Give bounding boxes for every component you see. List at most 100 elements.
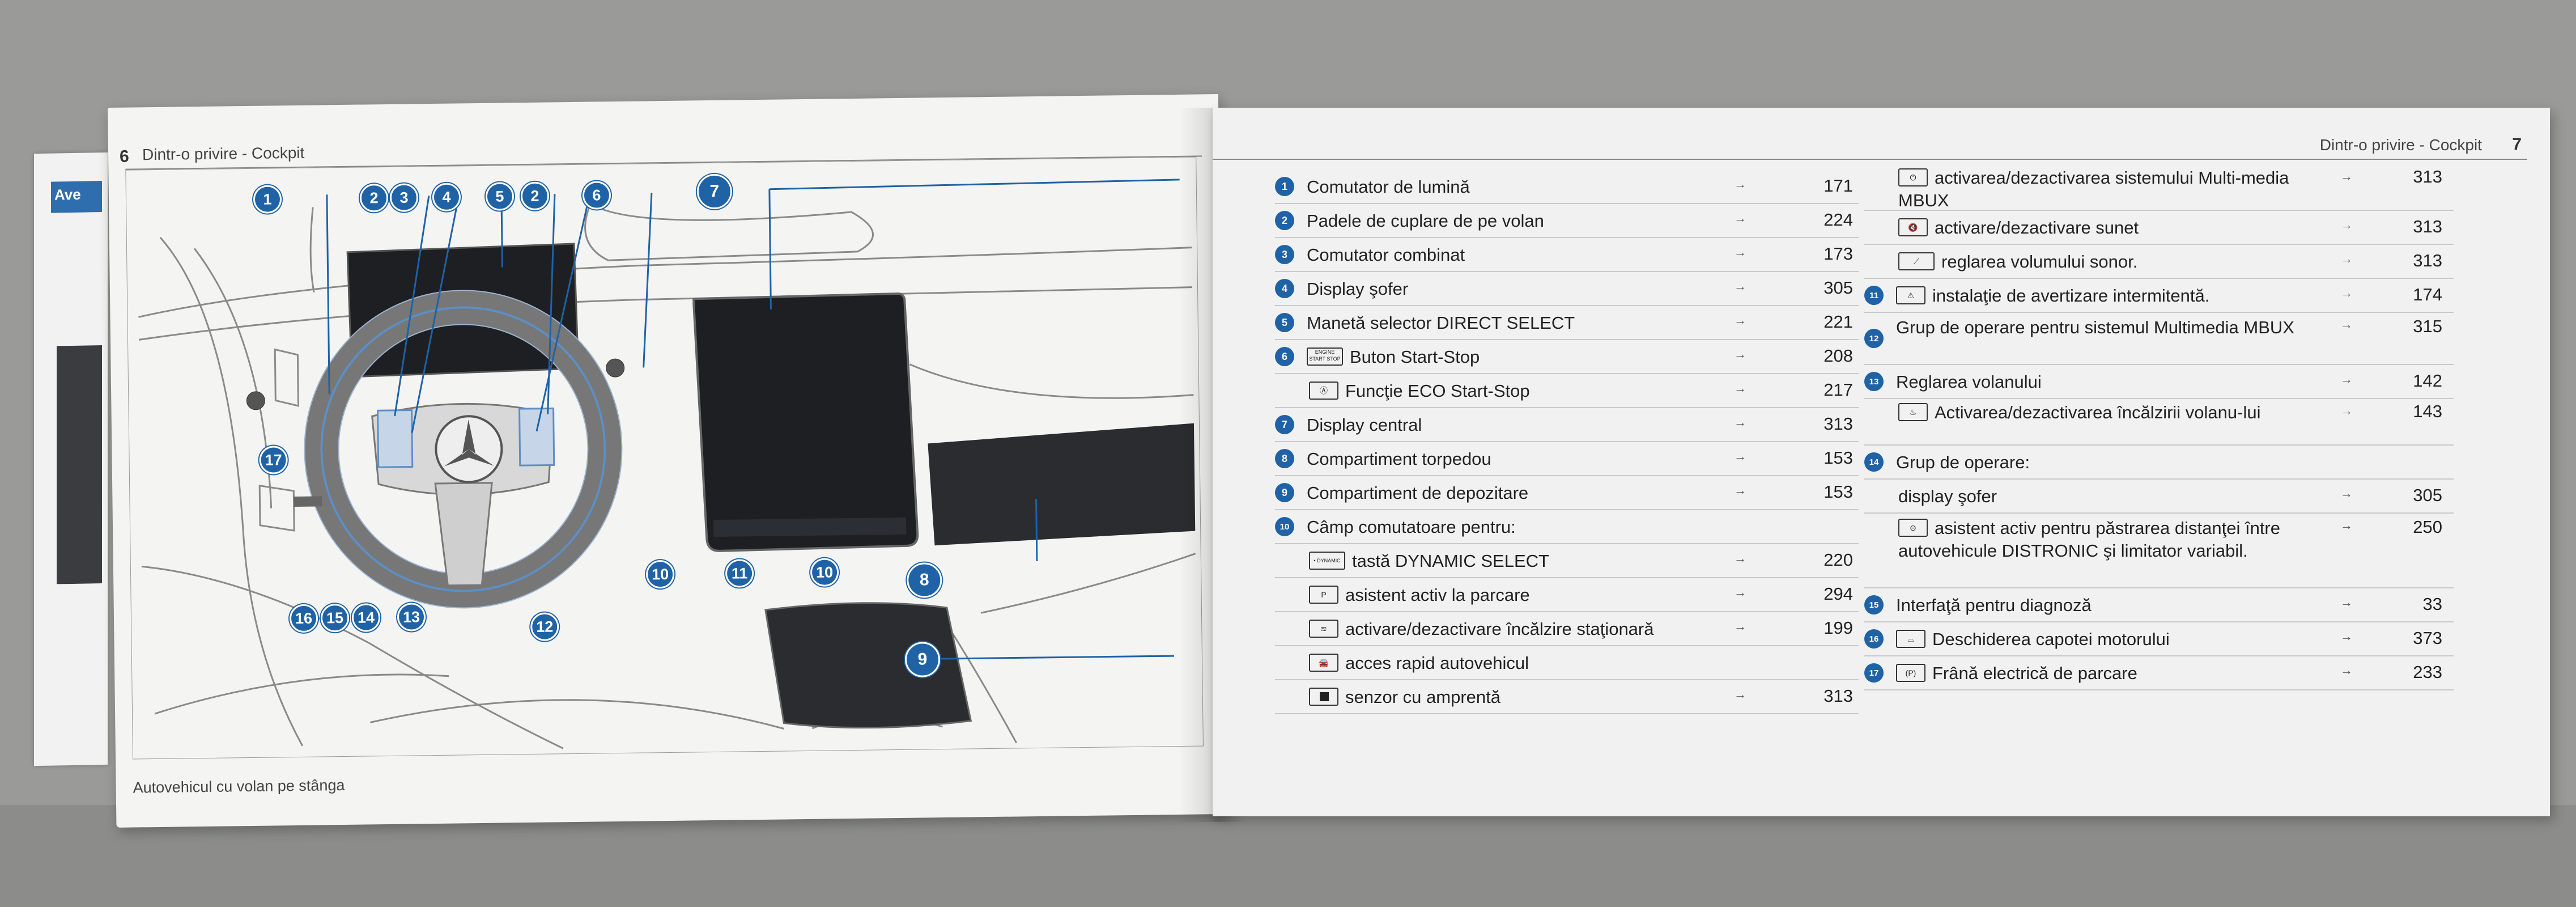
item-label-text: activare/dezactivare sunet: [1935, 218, 2139, 238]
car-icon: 🚘: [1309, 653, 1338, 672]
list-item: 15 Interfaţă pentru diagnoză → 33: [1864, 588, 2454, 622]
item-label: • DYNAMIC tastă DYNAMIC SELECT: [1309, 550, 1549, 573]
item-label-text: acces rapid autovehicul: [1345, 653, 1529, 673]
page-ref: 373: [2413, 628, 2442, 648]
item-label-text: tastă DYNAMIC SELECT: [1352, 551, 1549, 571]
hood-release-icon: ⌓: [1896, 629, 1925, 648]
item-label: Câmp comutatoare pentru:: [1307, 517, 1516, 537]
item-label: ⊙asistent activ pentru păstrarea distanţ…: [1898, 517, 2318, 562]
item-number: 16: [1864, 629, 1884, 649]
arrow-icon: →: [1734, 449, 1746, 463]
page-ref: 305: [2413, 485, 2442, 505]
list-item: ⟋reglarea volumului sonor. → 313: [1864, 245, 2454, 279]
arrow-icon: →: [1734, 687, 1746, 701]
item-label-text: Deschiderea capotei motorului: [1932, 629, 2170, 649]
list-item: 11 ⚠instalaţie de avertizare intermitent…: [1864, 279, 2454, 313]
page-ref: 220: [1823, 550, 1853, 570]
page-ref: 143: [2413, 401, 2442, 421]
list-item: display şofer → 305: [1864, 480, 2454, 514]
item-number: 5: [1275, 313, 1294, 332]
eco-start-stop-icon: Ⓐ: [1309, 381, 1338, 400]
item-number: 8: [1275, 449, 1294, 468]
dynamic-select-icon: • DYNAMIC: [1309, 551, 1345, 570]
item-label: 🚘 acces rapid autovehicul: [1309, 652, 1529, 675]
item-label: Compartiment de depozitare: [1307, 483, 1529, 503]
list-item: 13 Reglarea volanului → 142: [1864, 365, 2454, 399]
arrow-icon: →: [2340, 252, 2353, 266]
item-label: Display şofer: [1307, 279, 1409, 299]
arrow-icon: →: [2340, 663, 2353, 677]
item-label-text: activare/dezactivare încălzire staţionar…: [1345, 619, 1654, 639]
fingerprint-sensor-icon: [1309, 687, 1338, 706]
left-page-number: 6: [119, 147, 129, 166]
page-ref: 305: [1823, 278, 1853, 298]
parking-brake-icon: (P): [1896, 663, 1925, 682]
item-number: 7: [1275, 415, 1294, 434]
arrow-icon: →: [1734, 177, 1746, 191]
section-tab: Ave: [51, 181, 102, 213]
page-ref: 224: [1823, 210, 1853, 230]
warning-box: [57, 345, 102, 584]
left-page: 6 Dintr-o privire - Cockpit: [108, 94, 1227, 828]
page-ref: 153: [1823, 482, 1853, 502]
page-ref: 33: [2422, 594, 2442, 614]
page-ref: 313: [2413, 217, 2442, 236]
list-item: 🚘 acces rapid autovehicul: [1275, 646, 1859, 680]
item-number: 12: [1864, 329, 1884, 348]
arrow-icon: →: [1734, 551, 1746, 565]
item-label-text: senzor cu amprentă: [1345, 687, 1500, 707]
arrow-icon: →: [1734, 381, 1746, 395]
list-item: ⊙asistent activ pentru păstrarea distanţ…: [1864, 514, 2454, 588]
page-ref: 217: [1823, 380, 1853, 400]
arrow-icon: →: [2340, 169, 2353, 183]
item-number: 4: [1275, 279, 1294, 298]
list-item: 7 Display central → 313: [1275, 408, 1859, 442]
previous-page-edge: Ave: [34, 152, 108, 766]
item-number: 17: [1864, 663, 1884, 683]
item-label: Interfaţă pentru diagnoză: [1896, 595, 2092, 615]
item-label: ⚠instalaţie de avertizare intermitentă.: [1896, 285, 2209, 307]
item-label: Padele de cuplare de pe volan: [1307, 211, 1544, 231]
list-item: 14 Grup de operare:: [1864, 446, 2454, 480]
item-number: 1: [1275, 177, 1294, 196]
list-item: 9 Compartiment de depozitare → 153: [1275, 476, 1859, 510]
arrow-icon: →: [2340, 629, 2353, 643]
page-ref: 313: [2413, 251, 2442, 270]
item-label-text: Buton Start-Stop: [1350, 347, 1480, 367]
item-label: Manetă selector DIRECT SELECT: [1307, 313, 1575, 333]
item-label: display şofer: [1898, 486, 1997, 506]
stationary-heater-icon: ≋: [1309, 619, 1338, 638]
item-label: senzor cu amprentă: [1309, 686, 1500, 709]
item-number: 15: [1864, 595, 1884, 614]
arrow-icon: →: [1734, 313, 1746, 327]
item-label: ♨Activarea/dezactivarea încălzirii volan…: [1898, 401, 2318, 424]
item-label: Comutator de lumină: [1307, 177, 1470, 197]
page-ref: 313: [1823, 414, 1853, 434]
list-item: 3 Comutator combinat → 173: [1275, 238, 1859, 272]
item-label-text: asistent activ pentru păstrarea distanţe…: [1898, 518, 2280, 561]
arrow-icon: →: [1734, 483, 1746, 497]
list-item: ≋ activare/dezactivare încălzire staţiona…: [1275, 612, 1859, 646]
page-ref: 173: [1823, 244, 1853, 264]
arrow-icon: →: [1734, 279, 1746, 293]
list-item: 16 ⌓ Deschiderea capotei motorului → 373: [1864, 622, 2454, 656]
arrow-icon: →: [1734, 211, 1746, 225]
item-label: 🔇 activare/dezactivare sunet: [1898, 217, 2139, 239]
item-label: Grup de operare:: [1896, 452, 2030, 472]
arrow-icon: →: [2340, 404, 2353, 418]
page-ref: 153: [1823, 448, 1853, 468]
item-number: 14: [1864, 452, 1884, 472]
hazard-icon: ⚠: [1896, 286, 1925, 304]
list-item: 17 (P)Frână electrică de parcare → 233: [1864, 656, 2454, 690]
page-ref: 313: [2413, 167, 2442, 187]
list-item: 12 Grup de operare pentru sistemul Multi…: [1864, 313, 2454, 365]
right-page-header: Dintr-o privire - Cockpit: [2319, 136, 2482, 154]
page-ref: 171: [1823, 176, 1853, 196]
page-ref: 142: [2413, 371, 2442, 391]
page-ref: 233: [2413, 662, 2442, 682]
list-item: 8 Compartiment torpedou → 153: [1275, 442, 1859, 476]
list-item: 4 Display şofer → 305: [1275, 272, 1859, 306]
mute-icon: 🔇: [1898, 218, 1928, 236]
diagram-caption: Autovehicul cu volan pe stânga: [133, 776, 345, 796]
